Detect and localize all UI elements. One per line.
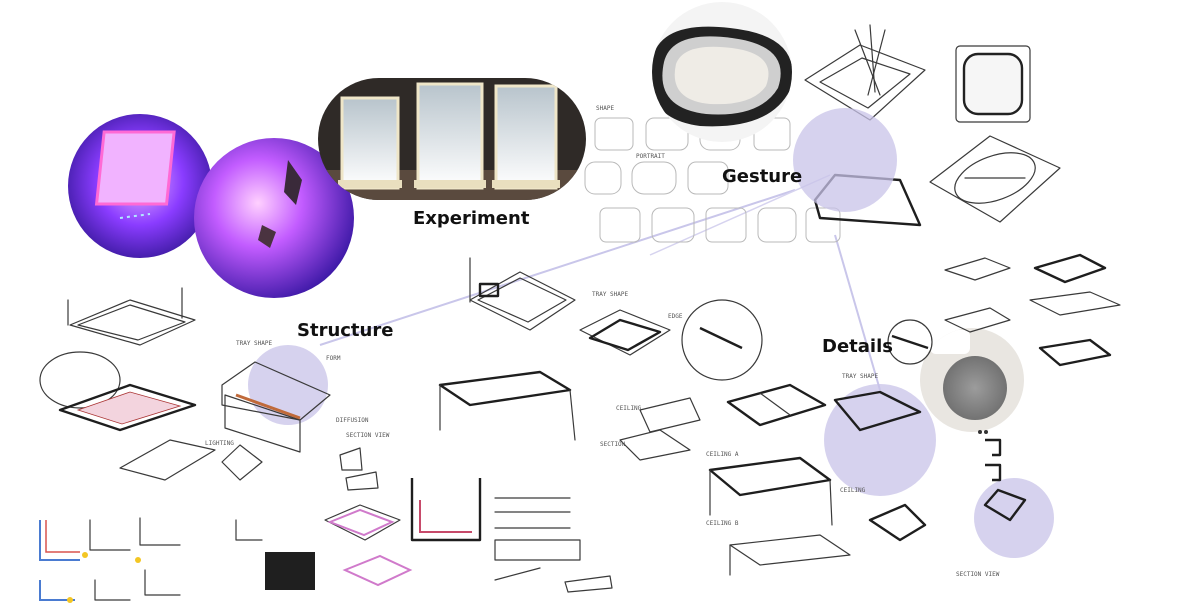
svg-text:CEILING B: CEILING B (706, 520, 739, 527)
svg-text:DIFFUSION: DIFFUSION (336, 417, 369, 424)
connector-lines (319, 174, 881, 391)
svg-text:CEILING: CEILING (616, 405, 642, 412)
experiment-photo (318, 78, 586, 200)
details-label: Details (822, 336, 893, 357)
svg-text:TRAY SHAPE: TRAY SHAPE (842, 373, 879, 380)
section-detail-sketches (39, 478, 613, 603)
svg-text:LIGHTING: LIGHTING (205, 440, 234, 447)
svg-text:TRAY SHAPE: TRAY SHAPE (236, 340, 273, 347)
structure-sketches: TRAY SHAPE FORM DIFFUSION SECTION VIEW L… (39, 287, 390, 491)
gesture-sketches (804, 24, 1061, 227)
svg-text:EDGE: EDGE (668, 313, 683, 320)
plate-photo (652, 2, 792, 142)
detail-sketches: TRAY SHAPE CEILING A CEILING B CEILING S… (706, 253, 1121, 578)
svg-text:SECTION: SECTION (600, 441, 626, 448)
svg-text:SECTION VIEW: SECTION VIEW (956, 571, 1000, 578)
structure-label: Structure (297, 320, 394, 341)
svg-text:SHAPE: SHAPE (596, 105, 614, 112)
svg-text:SECTION VIEW: SECTION VIEW (346, 432, 390, 439)
svg-text:CEILING: CEILING (840, 487, 866, 494)
gesture-label: Gesture (722, 166, 803, 187)
center-sketches: TRAY SHAPE EDGE CEILING SECTION (438, 257, 763, 461)
svg-text:CEILING A: CEILING A (706, 451, 739, 458)
svg-text:TRAY SHAPE: TRAY SHAPE (592, 291, 629, 298)
svg-text:PORTRAIT: PORTRAIT (636, 153, 665, 160)
speaker-photo (920, 328, 1024, 434)
uv-light-photo-1 (68, 114, 212, 258)
svg-text:FORM: FORM (326, 355, 341, 362)
experiment-label: Experiment (413, 208, 530, 229)
